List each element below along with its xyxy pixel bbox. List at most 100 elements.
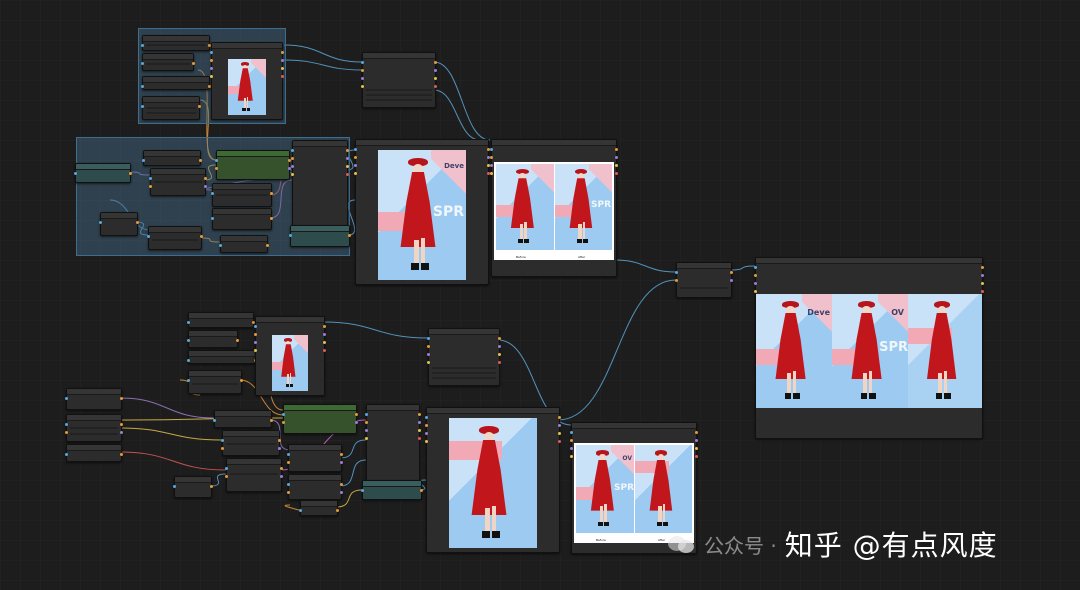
node-controlnet-apply[interactable] (211, 183, 273, 207)
output-port[interactable] (420, 489, 423, 492)
connection-wire[interactable] (433, 61, 491, 141)
output-port[interactable] (498, 361, 501, 364)
input-port[interactable] (361, 489, 364, 492)
input-port[interactable] (570, 439, 573, 442)
input-port[interactable] (254, 325, 257, 328)
output-port[interactable] (730, 279, 733, 282)
output-port[interactable] (120, 453, 123, 456)
output-port[interactable] (252, 321, 255, 324)
input-port[interactable] (211, 192, 214, 195)
input-port[interactable] (570, 431, 573, 434)
input-port[interactable] (354, 164, 357, 167)
output-port[interactable] (434, 69, 437, 72)
connection-wire[interactable] (209, 473, 227, 487)
output-port[interactable] (120, 397, 123, 400)
output-port[interactable] (336, 509, 339, 512)
input-port[interactable] (490, 148, 493, 151)
output-port[interactable] (200, 235, 203, 238)
connection-wire[interactable] (199, 237, 221, 243)
input-port[interactable] (254, 349, 257, 352)
output-port[interactable] (280, 467, 283, 470)
input-port[interactable] (361, 85, 364, 88)
output-port[interactable] (418, 421, 421, 424)
output-port[interactable] (136, 221, 139, 224)
input-port[interactable] (215, 167, 218, 170)
input-port[interactable] (570, 447, 573, 450)
connection-wire[interactable] (614, 259, 677, 273)
connection-wire[interactable] (203, 164, 217, 181)
output-port[interactable] (129, 172, 132, 175)
node-image-batch[interactable] (675, 262, 733, 298)
input-port[interactable] (365, 437, 368, 440)
input-port[interactable] (65, 397, 68, 400)
input-port[interactable] (354, 156, 357, 159)
input-port[interactable] (365, 429, 368, 432)
output-port[interactable] (120, 431, 123, 434)
output-port[interactable] (323, 333, 326, 336)
input-port[interactable] (221, 447, 224, 450)
output-port[interactable] (487, 156, 490, 159)
output-port[interactable] (120, 423, 123, 426)
output-port[interactable] (323, 349, 326, 352)
input-port[interactable] (354, 172, 357, 175)
input-port[interactable] (675, 271, 678, 274)
input-port[interactable] (365, 413, 368, 416)
output-port[interactable] (981, 282, 984, 285)
input-port[interactable] (213, 419, 216, 422)
node-ksampler-b[interactable] (282, 404, 358, 434)
node-image-composite-top[interactable] (361, 52, 437, 108)
output-port[interactable] (434, 61, 437, 64)
input-port[interactable] (291, 173, 294, 176)
output-port[interactable] (487, 164, 490, 167)
input-port[interactable] (291, 149, 294, 152)
input-port[interactable] (210, 59, 213, 62)
output-port[interactable] (418, 429, 421, 432)
output-port[interactable] (266, 244, 269, 247)
node-load-image-b[interactable] (141, 53, 195, 71)
connection-wire[interactable] (339, 459, 367, 487)
input-port[interactable] (149, 177, 152, 180)
output-port[interactable] (981, 274, 984, 277)
input-port[interactable] (754, 266, 757, 269)
output-port[interactable] (323, 341, 326, 344)
output-port[interactable] (498, 345, 501, 348)
node-preview-image-bottom-large[interactable] (425, 407, 561, 553)
input-port[interactable] (147, 235, 150, 238)
input-port[interactable] (211, 217, 214, 220)
input-port[interactable] (142, 159, 145, 162)
node-image-resize-b[interactable] (187, 350, 257, 364)
output-port[interactable] (981, 266, 984, 269)
input-port[interactable] (99, 221, 102, 224)
input-port[interactable] (425, 416, 428, 419)
node-vae-decode-b[interactable] (287, 474, 343, 500)
connection-wire[interactable] (322, 321, 429, 339)
node-vae-decode[interactable] (219, 235, 269, 253)
node-image-composite-bottom[interactable] (427, 328, 501, 386)
input-port[interactable] (361, 61, 364, 64)
connection-wire[interactable] (557, 279, 677, 421)
output-port[interactable] (340, 491, 343, 494)
output-port[interactable] (281, 51, 284, 54)
input-port[interactable] (173, 485, 176, 488)
node-load-image-d[interactable] (187, 330, 239, 348)
node-load-image-a[interactable] (141, 35, 211, 51)
output-port[interactable] (340, 483, 343, 486)
node-image-comparer-bottom[interactable]: SPR OV Before After (570, 422, 698, 554)
input-port[interactable] (141, 62, 144, 65)
node-preview-small-bottom[interactable] (254, 316, 326, 396)
node-checkpoint-b[interactable] (65, 414, 123, 442)
connection-wire[interactable] (345, 149, 356, 171)
input-port[interactable] (425, 432, 428, 435)
output-port[interactable] (340, 453, 343, 456)
input-port[interactable] (287, 491, 290, 494)
output-port[interactable] (558, 416, 561, 419)
connection-wire[interactable] (283, 59, 363, 71)
node-latent-blend[interactable] (99, 212, 139, 236)
output-port[interactable] (346, 165, 349, 168)
input-port[interactable] (427, 353, 430, 356)
connection-wire[interactable] (729, 265, 756, 271)
output-port[interactable] (192, 62, 195, 65)
output-port[interactable] (198, 105, 201, 108)
input-port[interactable] (289, 234, 292, 237)
